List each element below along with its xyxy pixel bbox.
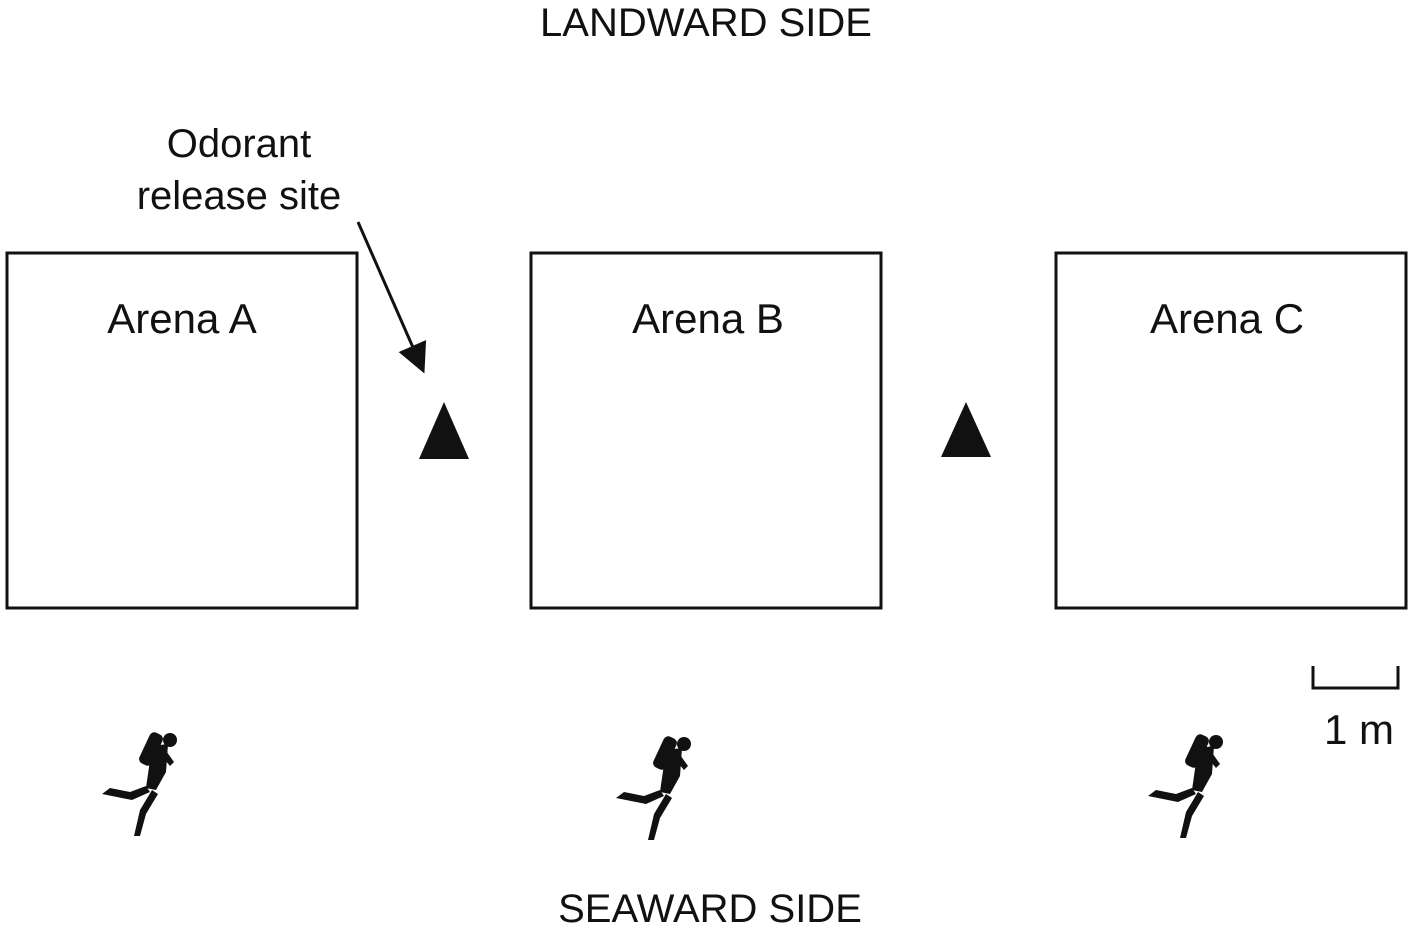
scale-bar-label: 1 m bbox=[1324, 706, 1394, 753]
scuba-diver-icon bbox=[1148, 732, 1223, 838]
arena-c-box bbox=[1054, 251, 1408, 610]
scale-bar-line bbox=[1311, 666, 1400, 690]
odorant-release-marker-2 bbox=[941, 402, 991, 457]
scale-bar: 1 m bbox=[1311, 666, 1400, 753]
arena-c: Arena C bbox=[1054, 251, 1408, 610]
odorant-label-line1: Odorant bbox=[167, 122, 312, 166]
arena-c-label: Arena C bbox=[1150, 295, 1304, 342]
odorant-label-line2: release site bbox=[137, 174, 342, 218]
arena-b-box bbox=[529, 251, 883, 610]
scuba-diver-icon bbox=[102, 730, 177, 836]
seaward-side-label: SEAWARD SIDE bbox=[558, 887, 862, 930]
arena-a-box bbox=[5, 251, 359, 610]
arena-a: Arena A bbox=[5, 251, 359, 610]
arena-b: Arena B bbox=[529, 251, 883, 610]
scuba-diver-icon bbox=[616, 734, 691, 840]
odorant-release-marker-1 bbox=[419, 402, 469, 459]
arena-a-label: Arena A bbox=[107, 295, 256, 342]
arena-b-label: Arena B bbox=[632, 295, 784, 342]
odorant-pointer-arrow bbox=[356, 221, 427, 374]
landward-side-label: LANDWARD SIDE bbox=[540, 1, 872, 45]
